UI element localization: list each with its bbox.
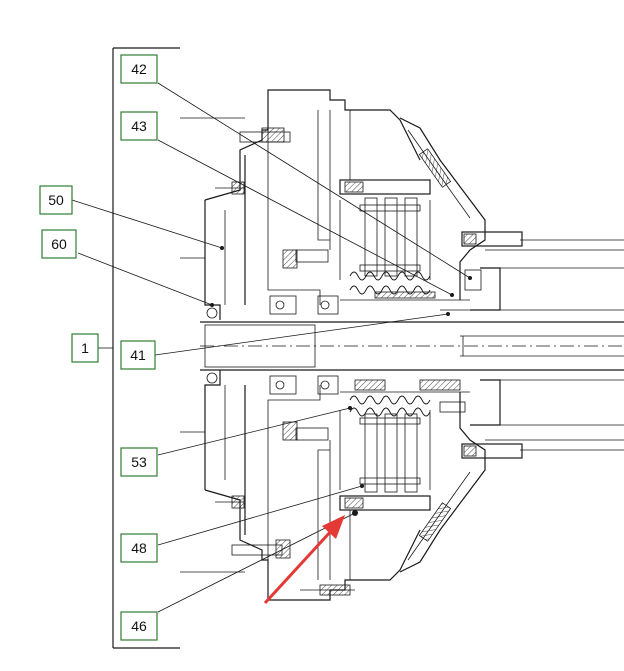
pressure-cover-lower <box>399 379 624 573</box>
callout-43-label: 43 <box>131 118 147 134</box>
pressure-cover-upper <box>399 117 624 311</box>
callout-53: 53 <box>120 447 158 477</box>
callout-41-label: 41 <box>130 347 146 363</box>
clutch-disc-pack-lower <box>339 379 470 511</box>
shaft <box>200 321 624 371</box>
callout-50-label: 50 <box>48 192 64 208</box>
bearings <box>206 300 330 390</box>
callout-41: 41 <box>120 340 156 370</box>
leader-lines <box>71 82 472 613</box>
callout-43: 43 <box>120 111 158 141</box>
callout-48: 48 <box>120 533 158 563</box>
callout-60: 60 <box>41 229 77 259</box>
highlight-arrow <box>263 515 345 605</box>
callout-46: 46 <box>120 611 158 641</box>
callout-1-label: 1 <box>81 340 89 356</box>
callout-42: 42 <box>120 54 158 84</box>
callout-60-label: 60 <box>51 236 67 252</box>
callout-48-label: 48 <box>131 540 147 556</box>
callout-1: 1 <box>71 333 99 363</box>
callout-42-label: 42 <box>131 61 147 77</box>
callout-53-label: 53 <box>131 454 147 470</box>
callout-50: 50 <box>39 185 73 215</box>
clutch-disc-pack-upper <box>339 179 470 301</box>
callout-46-label: 46 <box>131 618 147 634</box>
output-housing <box>462 309 624 381</box>
